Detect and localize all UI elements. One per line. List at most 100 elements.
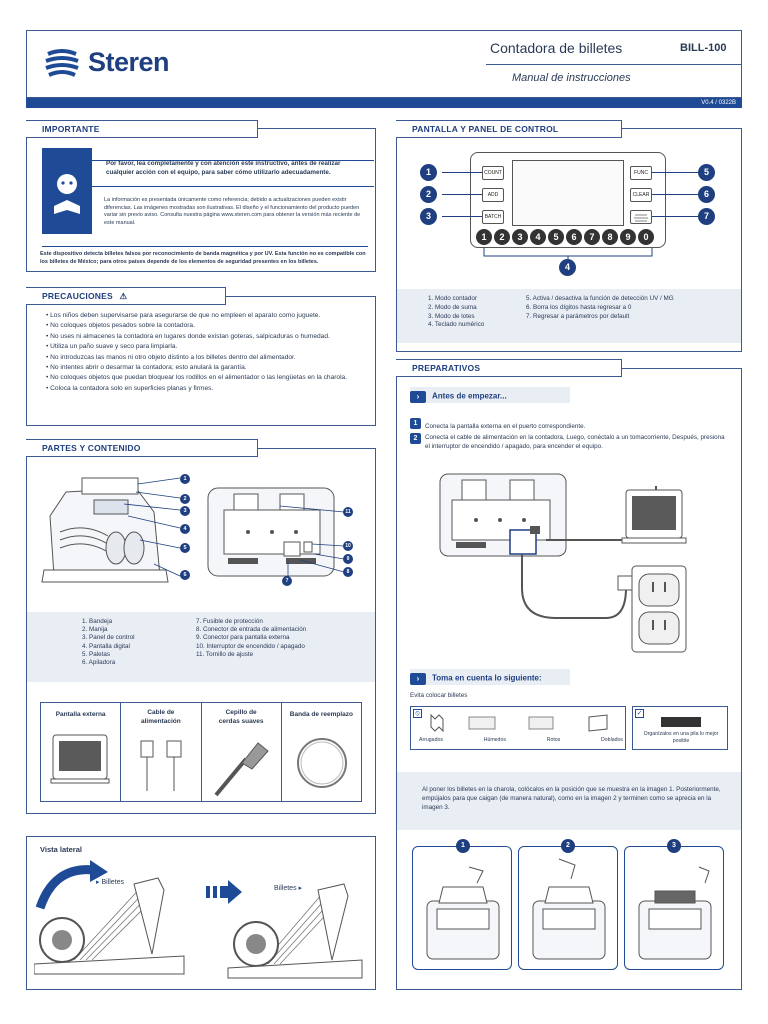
preparativos-heading: PREPARATIVOS [396,359,622,377]
note-divider [42,246,368,247]
digit-key[interactable]: 3 [512,229,528,245]
digit-key[interactable]: 6 [566,229,582,245]
reading-person-icon [54,174,80,214]
check-icon: ✓ [635,709,644,718]
callout-panel: 2 [420,186,437,203]
precaucion-item: • Los niños deben supervisarse para aseg… [46,312,321,319]
panel-legend-left: 1. Modo contador 2. Modo de suma 3. Modo… [428,295,484,330]
display-screen [512,160,624,226]
content-external-display: Pantalla externa [41,703,122,801]
legend-item: 1. Modo contador [428,295,478,302]
loading-step-illustration [532,858,606,960]
part-item: 6. Apiladora [82,659,116,667]
clear-button[interactable]: CLEAR [630,188,652,202]
count-button[interactable]: COUNT [482,166,504,180]
callout-panel: 1 [420,164,437,181]
precaucion-item: • No uses ni almacenes la contadora en l… [46,332,330,340]
func-button[interactable]: FUNC [630,166,652,180]
loading-step-image [624,846,724,970]
parts-list-right: 7. Fusible de protección 8. Conector de … [196,618,306,659]
leader-line [442,194,482,195]
digit-key[interactable]: 4 [530,229,546,245]
legend-item: 3. Modo de lotes [428,312,475,320]
digit-key[interactable]: 5 [548,229,564,245]
arrow-bullet-icon: › [410,390,426,403]
precaucion-item: • Coloca la contadora solo en superficie… [46,384,214,392]
arrow-right-icon [206,880,242,904]
power-cable-icon [140,740,182,791]
digit-key[interactable]: 1 [476,229,492,245]
legend-item: 7. Regresar a parámetros por default [526,312,630,320]
add-button[interactable]: ADD [482,188,504,202]
part-item: 1. Bandeja [82,618,113,625]
callout-panel: 6 [698,186,715,203]
image-number-badge: 2 [561,839,575,853]
importante-info: La información es presentada únicamente … [104,197,361,226]
panel-legend-band [397,289,741,343]
lead-top-line [92,160,374,161]
legend-item: 6. Borra los dígitos hasta regresar a 0 [526,303,632,311]
arrow-bullet-icon: › [410,672,426,685]
digit-key[interactable]: 0 [638,229,654,245]
pantalla-heading: PANTALLA Y PANEL DE CONTROL [396,120,622,138]
part-item: 9. Conector para pantalla externa [196,634,290,642]
reader-illustration [42,148,92,234]
doc-subtitle: Manual de instrucciones [512,72,631,84]
content-power-cable: Cable de alimentación [121,703,202,801]
digit-key[interactable]: 2 [494,229,510,245]
callout-panel: 4 [559,259,576,276]
external-display-icon [50,734,110,784]
callout-front: 5 [180,543,190,553]
part-item: 7. Fusible de protección [196,618,263,625]
header-band [26,98,742,108]
callout-front: 3 [180,506,190,516]
instructions-band [397,772,741,830]
leader-line [442,216,482,217]
callout-back: 8 [343,567,353,577]
parts-list-left: 1. Bandeja 2. Manija 3. Panel de control… [82,618,135,667]
bad-label: Húmedos [483,737,506,743]
precauciones-tab: PRECAUCIONES ⚠ [26,287,226,305]
brand-name: Steren [88,47,170,77]
precauciones-heading: PRECAUCIONES [42,291,113,301]
bad-label: Rotos [546,737,561,743]
side-view-diagram-1 [34,860,185,975]
precaucion-item: • No intentes abrir o desarmar la contad… [46,364,247,372]
content-replacement-band: Banda de reemplazo [282,703,361,801]
callout-back: 9 [343,554,353,564]
callout-front: 2 [180,494,190,504]
digit-key[interactable]: 8 [602,229,618,245]
bad-bills-box: ⦸ Arrugados Húmedos Rotos Doblados [410,706,626,750]
header-divider [486,64,742,65]
callout-back: 11 [343,507,353,517]
bad-labels-row: Arrugados Húmedos Rotos Doblados [419,737,623,743]
part-item: 5. Paletas [82,650,111,658]
callout-panel: 3 [420,208,437,225]
precaucion-item: • No coloques objetos pesados sobre la c… [46,322,195,330]
doc-title: Contadora de billetes [490,40,623,56]
content-brush: Cepillo de cerdas suaves [202,703,282,801]
leader-line [652,194,698,195]
vista-heading: Vista lateral [40,845,82,854]
precaucion-item: • No coloques objetos que puedan bloquea… [46,374,348,382]
loading-step-image [518,846,618,970]
importante-heading: IMPORTANTE [26,120,258,138]
batch-button[interactable]: BATCH [482,210,504,224]
importante-note: Este dispositivo detecta billetes falsos… [40,251,366,265]
version-label: V0.4 / 0322B [701,100,736,106]
model-number: BILL-100 [680,42,727,54]
leader-line [652,216,698,217]
part-item: 11. Tornillo de ajuste [196,650,254,658]
callout-panel: 5 [698,164,715,181]
image-number-badge: 3 [667,839,681,853]
callout-panel: 7 [698,208,715,225]
digit-key[interactable]: 9 [620,229,636,245]
panel-legend-right: 5. Activa / desactiva la función de dete… [526,295,674,321]
numeric-keypad: 1 2 3 4 5 6 7 8 9 0 [476,229,654,245]
sub-heading-toma: ›Toma en cuenta lo siguiente: [410,669,570,685]
sub-heading-antes: ›Antes de empezar... [410,387,570,403]
digit-key[interactable]: 7 [584,229,600,245]
bill-stack-icon [661,717,701,727]
